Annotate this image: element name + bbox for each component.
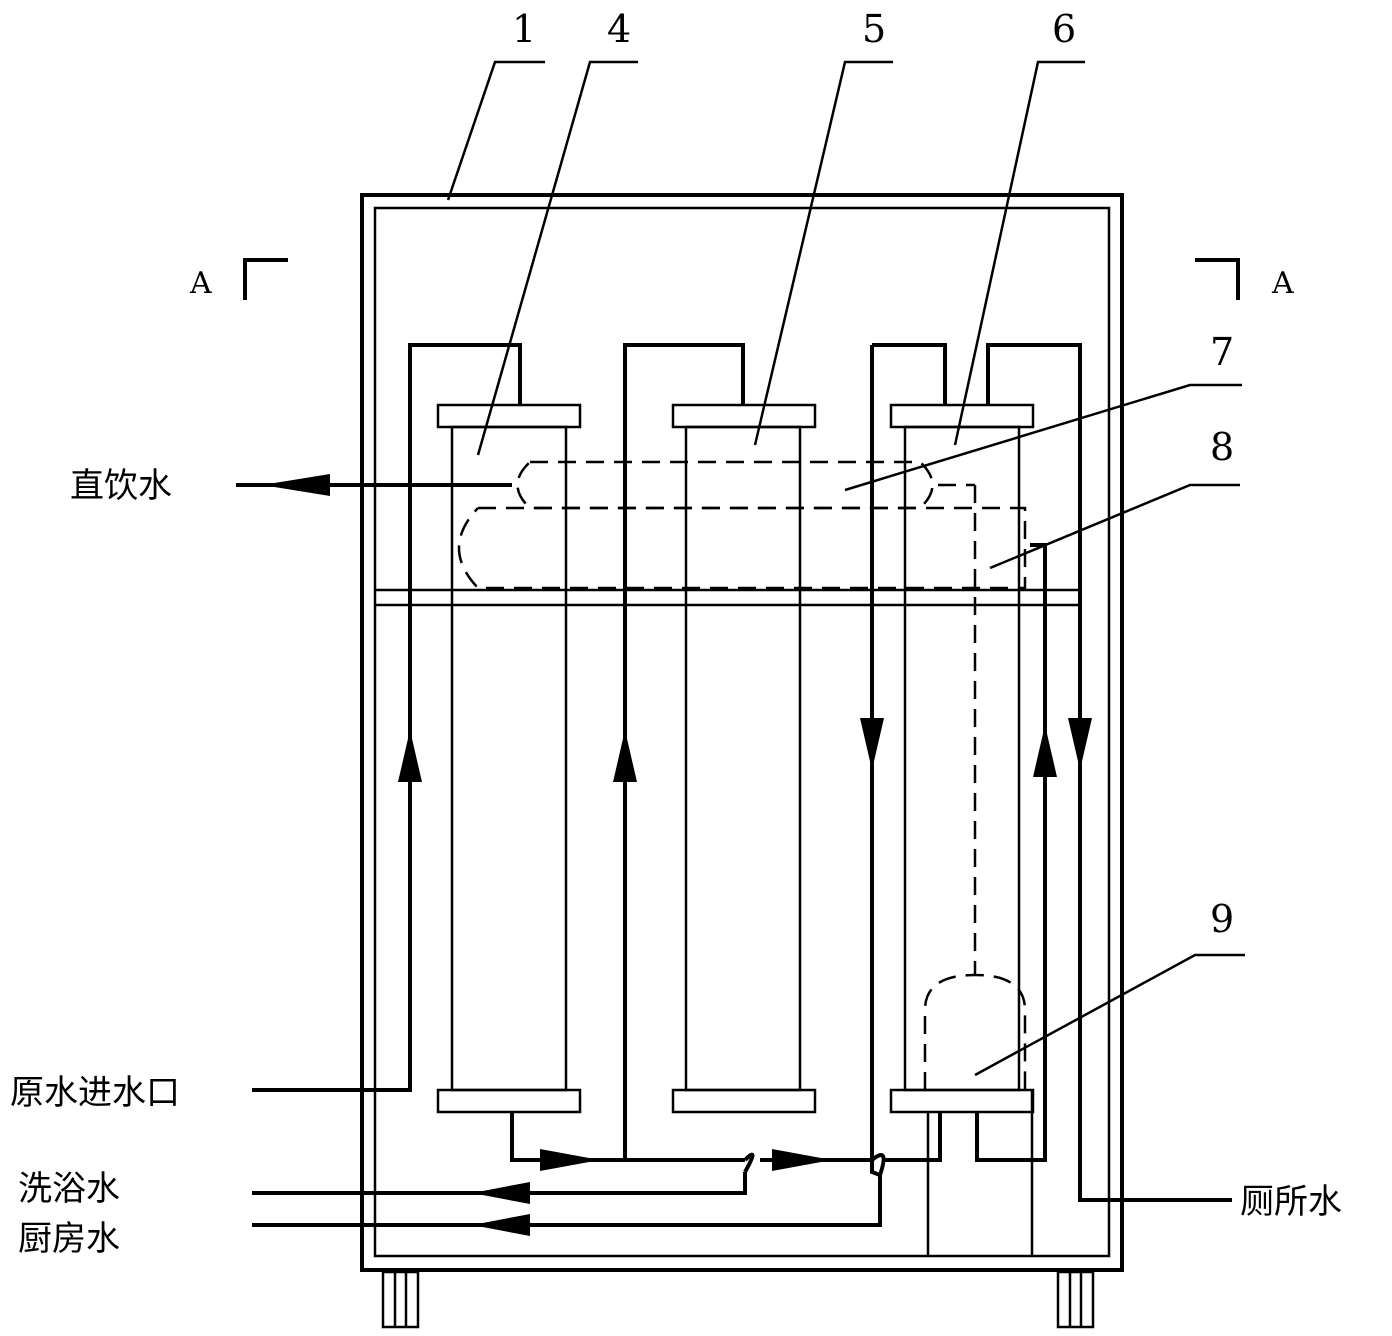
arrow-up-3 xyxy=(1033,725,1057,777)
arrow-down-2 xyxy=(1068,718,1092,770)
flow-labels: 直饮水 原水进水口 洗浴水 厨房水 厕所水 xyxy=(10,466,1342,1259)
wheel-left xyxy=(381,1270,420,1329)
arrow-up-2 xyxy=(613,730,637,782)
part-number-4: 4 xyxy=(607,7,631,51)
arrow-left-kitchen xyxy=(472,1214,530,1236)
part-numbers: 1 4 5 6 7 8 9 xyxy=(512,7,1234,941)
arrow-up-1 xyxy=(398,730,422,782)
part-number-5: 5 xyxy=(862,7,886,51)
filter-column-4 xyxy=(436,403,582,1114)
arrow-right-2 xyxy=(772,1149,832,1171)
part-number-7: 7 xyxy=(1210,330,1234,374)
flow-arrows xyxy=(262,474,1092,1236)
section-mark: A A xyxy=(189,258,1294,301)
part-number-1: 1 xyxy=(512,7,536,51)
dashed-tanks xyxy=(457,460,1027,1090)
filter-column-5 xyxy=(671,403,817,1114)
label-kitchen-water: 厨房水 xyxy=(18,1219,120,1259)
part-number-6: 6 xyxy=(1052,7,1076,51)
label-bath-water: 洗浴水 xyxy=(18,1169,120,1209)
part-number-8: 8 xyxy=(1210,425,1234,469)
arrow-right-1 xyxy=(540,1149,600,1171)
section-label-right: A xyxy=(1271,266,1294,301)
arrow-left-direct xyxy=(262,474,330,496)
arrow-left-bath xyxy=(472,1182,530,1204)
label-direct-drinking: 直饮水 xyxy=(70,466,172,506)
label-toilet-water: 厕所水 xyxy=(1240,1182,1342,1222)
pipes xyxy=(236,343,1232,1256)
label-raw-water-inlet: 原水进水口 xyxy=(10,1073,180,1113)
section-label-left: A xyxy=(189,266,212,301)
filter-column-6 xyxy=(889,403,1035,1114)
cabinet xyxy=(360,193,1124,1272)
leader-lines xyxy=(446,60,1245,1077)
arrow-down-1 xyxy=(860,718,884,770)
part-number-9: 9 xyxy=(1210,897,1234,941)
wheel-right xyxy=(1056,1270,1095,1329)
